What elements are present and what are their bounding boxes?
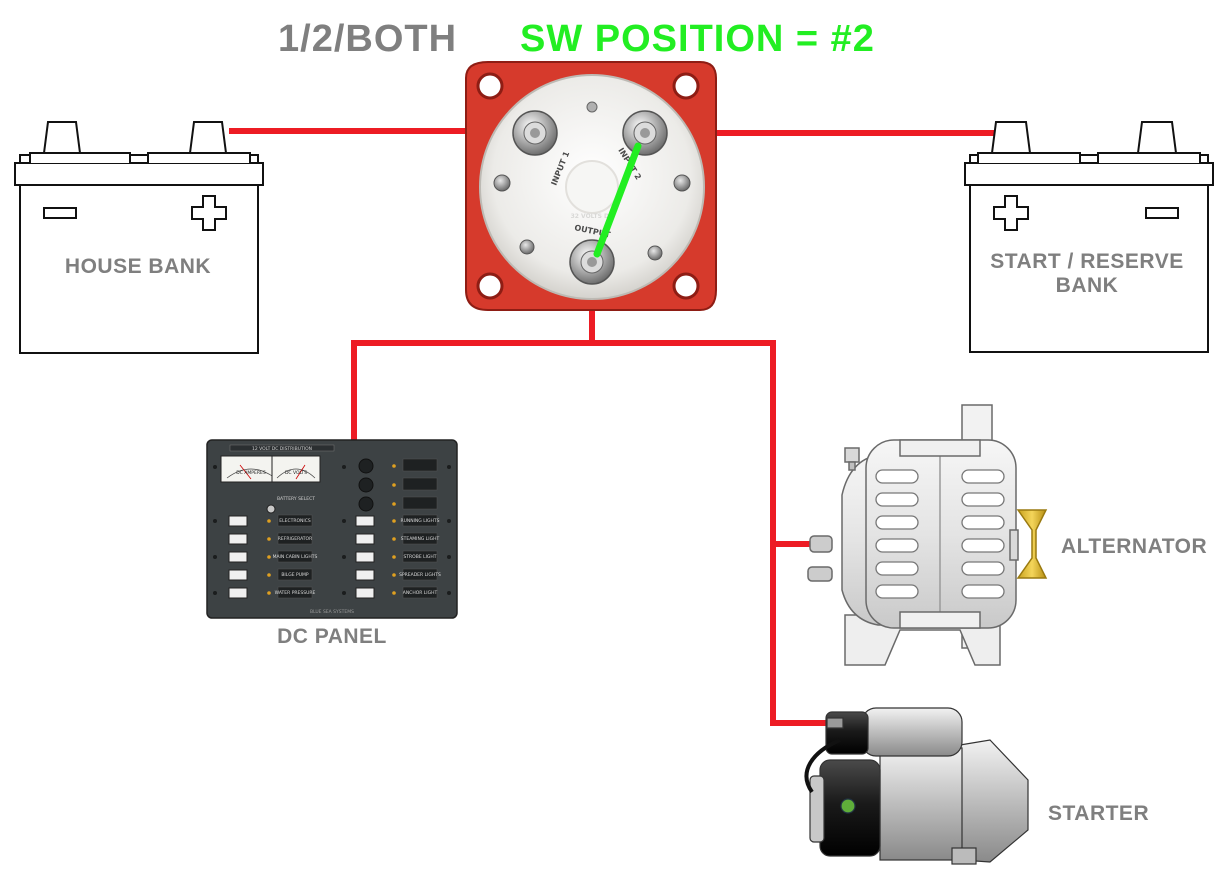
face-bolt (647, 245, 663, 261)
dc-panel: 12 VOLT DC DISTRIBUTION DC AMPERES DC VO… (206, 439, 458, 619)
face-bolt (519, 239, 535, 255)
plus-icon (993, 195, 1029, 231)
output-post (569, 239, 615, 285)
alternator-terminals (807, 535, 833, 582)
battery-switch: INPUT 1 INPUT 2 OUTPUT 32 VOLTS DC (465, 61, 717, 311)
panel-screws (213, 465, 451, 595)
circuit-label: BILGE PUMP (281, 572, 309, 578)
mount-hole (476, 272, 504, 300)
title-switch-position: SW POSITION = #2 (520, 18, 875, 60)
fuse-holder (358, 458, 374, 474)
panel-header-text: 12 VOLT DC DISTRIBUTION (252, 446, 312, 452)
circuit-label: STEAMING LIGHT (401, 536, 440, 542)
switch-knob-center (565, 160, 619, 214)
input1-post (512, 110, 558, 156)
mount-hole (476, 72, 504, 100)
spare-label-slot (402, 477, 438, 491)
wire-output-trunk (351, 287, 595, 443)
battery-select-label: BATTERY SELECT (277, 496, 315, 502)
circuit-label: WATER PRESSURE (275, 590, 316, 596)
panel-brand-text: BLUE SEA SYSTEMS (310, 609, 354, 615)
spare-label-slot (402, 458, 438, 472)
amp-meter: DC AMPERES (220, 455, 282, 483)
house-bank-negative-terminal (42, 121, 82, 154)
right-breakers (355, 515, 375, 599)
minus-icon (1145, 207, 1179, 219)
start-bank-label-line2: BANK (1056, 274, 1119, 297)
start-bank-label-line1: START / RESERVE (990, 250, 1183, 273)
face-bolt (673, 174, 691, 192)
right-circuit-labels: RUNNING LIGHTS STEAMING LIGHT STROBE LIG… (399, 514, 441, 599)
circuit-label: REFRIGERATOR (278, 536, 312, 542)
indicator-leds (267, 464, 396, 595)
face-bolt (493, 174, 511, 192)
alternator (807, 404, 1048, 666)
alternator-pulley (1016, 509, 1048, 579)
alternator-vents (875, 469, 1005, 599)
input2-post (622, 110, 668, 156)
house-bank-label: HOUSE BANK (65, 255, 211, 278)
start-bank-positive-terminal (990, 121, 1032, 154)
house-bank-battery (14, 121, 264, 354)
mount-hole (672, 272, 700, 300)
start-reserve-battery (964, 121, 1214, 353)
circuit-label: RUNNING LIGHTS (400, 518, 439, 524)
face-screw (586, 101, 598, 113)
plus-icon (191, 195, 227, 231)
left-circuit-labels: ELECTRONICS REFRIGERATOR MAIN CABIN LIGH… (273, 514, 318, 599)
minus-icon (43, 207, 77, 219)
mount-hole (672, 72, 700, 100)
circuit-label: ELECTRONICS (279, 518, 311, 524)
active-connection-link (593, 142, 642, 258)
starter-label: STARTER (1048, 802, 1149, 825)
title-switch-type: 1/2/BOTH (278, 18, 457, 60)
starter-motor (804, 707, 1029, 865)
switch-volts-text: 32 VOLTS DC (571, 213, 614, 220)
fuse-holder (358, 496, 374, 512)
circuit-label: SPREADER LIGHTS (399, 572, 441, 578)
battery-select-knob (266, 504, 276, 514)
start-bank-negative-terminal (1136, 121, 1178, 154)
circuit-label: MAIN CABIN LIGHTS (273, 554, 318, 560)
left-breakers (228, 515, 248, 599)
circuit-label: ANCHOR LIGHT (403, 590, 438, 596)
alternator-label: ALTERNATOR (1061, 535, 1207, 558)
dc-panel-label: DC PANEL (277, 625, 387, 648)
spare-label-slot (402, 496, 438, 510)
volt-meter-label: DC VOLTS (285, 470, 307, 476)
wire-output-to-loads (589, 340, 831, 726)
starter-wire (804, 738, 841, 794)
house-bank-positive-terminal (188, 121, 228, 154)
volt-meter: DC VOLTS (271, 455, 321, 483)
fuse-holder (358, 477, 374, 493)
amp-meter-label: DC AMPERES (236, 470, 266, 476)
circuit-label: STROBE LIGHT (403, 554, 436, 560)
